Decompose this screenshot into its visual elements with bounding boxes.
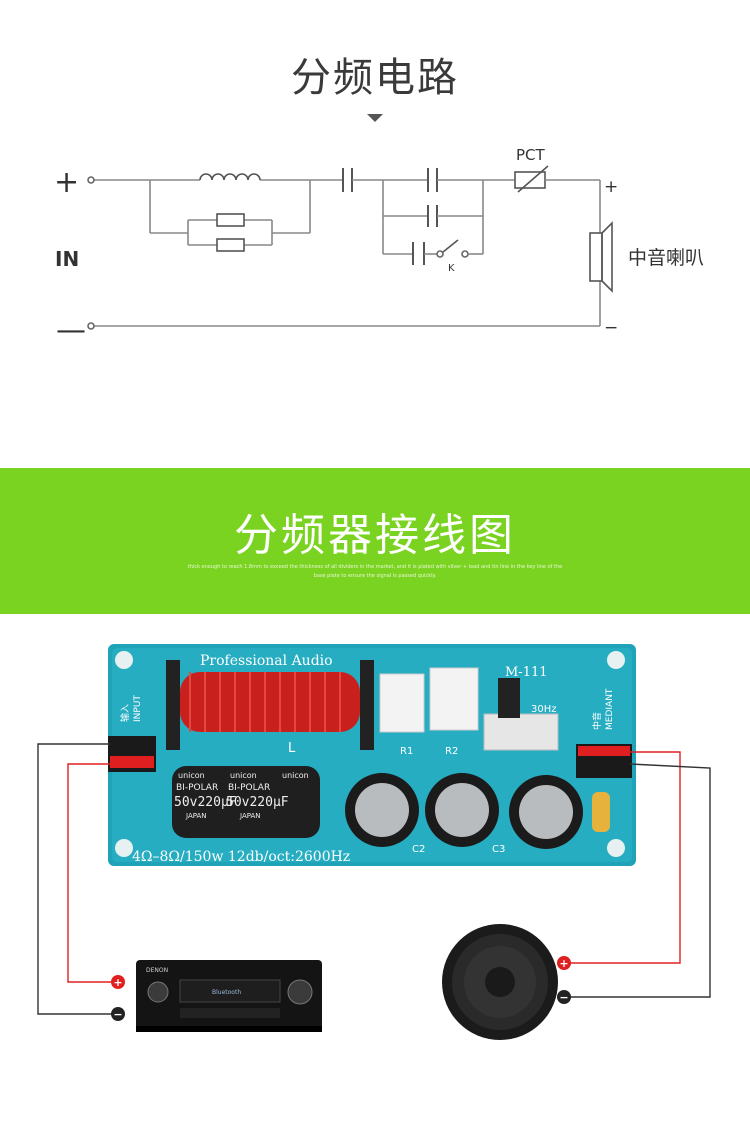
svg-text:+: + <box>559 957 568 970</box>
banner-subtitle-line1: thick enough to reach 1.8mm to exceed th… <box>188 564 562 570</box>
positive-wire-input <box>67 763 118 983</box>
svg-text:JAPAN: JAPAN <box>239 812 261 820</box>
amplifier-brand: DENON <box>146 967 168 974</box>
speaker-plus-badge <box>557 956 571 970</box>
woofer-speaker <box>442 924 558 1040</box>
resistor-r2 <box>429 667 479 731</box>
r2-label: R2 <box>445 746 458 757</box>
r1-label: R1 <box>400 746 413 757</box>
switch-block <box>483 713 559 751</box>
bipolar-capacitor: unicon unicon unicon BI-POLAR BI-POLAR 5… <box>172 766 320 838</box>
svg-text:unicon: unicon <box>230 771 257 780</box>
output-cn-label: 中音 <box>591 712 603 730</box>
resistor-r1 <box>379 673 425 733</box>
input-cn-label: 输入 <box>119 704 131 722</box>
volume-knob[interactable] <box>147 981 169 1003</box>
svg-text:50v220μF: 50v220μF <box>174 795 237 810</box>
input-knob[interactable] <box>287 979 313 1005</box>
positive-wire-output <box>566 751 681 964</box>
svg-text:BI-POLAR: BI-POLAR <box>228 783 270 793</box>
board-model: M-111 <box>505 665 548 680</box>
input-plus-sign: + <box>54 165 79 200</box>
board-spec: 4Ω–8Ω/150w 12db/oct:2600Hz <box>132 849 350 865</box>
input-en-label: INPUT <box>133 695 143 722</box>
wiring-title: 分频器接线图 <box>234 510 516 561</box>
input-minus-sign: — <box>56 313 86 348</box>
svg-text:unicon: unicon <box>178 771 205 780</box>
inductor-coil <box>166 660 374 750</box>
speaker-minus-badge <box>557 990 571 1004</box>
c3-label: C3 <box>492 844 505 855</box>
banner-subtitle-line2: base plate to ensure the signal is passe… <box>314 573 437 579</box>
inductor-label: L <box>288 741 296 756</box>
amplifier: DENON Bluetooth <box>136 960 322 1032</box>
svg-text:+: + <box>113 976 122 989</box>
mount-hole <box>607 839 625 857</box>
mount-hole <box>115 839 133 857</box>
wiring-diagram: Professional Audio M-111 输入 INPUT 中音 MED… <box>37 644 711 1040</box>
svg-text:−: − <box>113 1008 122 1021</box>
negative-wire-output <box>566 763 711 998</box>
mount-hole <box>115 651 133 669</box>
svg-text:BI-POLAR: BI-POLAR <box>176 783 218 793</box>
board-brand: Professional Audio <box>200 653 333 669</box>
green-banner <box>0 468 750 614</box>
hz-label: 30Hz <box>531 704 557 715</box>
c2-label: C2 <box>412 844 425 855</box>
svg-text:−: − <box>559 991 568 1004</box>
down-arrow-icon <box>367 114 383 122</box>
speaker-minus-sign: − <box>604 318 618 338</box>
circuit-title: 分频电路 <box>291 55 459 101</box>
electrolytic-capacitors <box>345 773 610 849</box>
switch-label: K <box>448 263 455 274</box>
svg-text:50v220μF: 50v220μF <box>226 795 289 810</box>
speaker-plus-sign: + <box>604 177 618 197</box>
speaker-label: 中音喇叭 <box>628 247 704 269</box>
svg-text:JAPAN: JAPAN <box>185 812 207 820</box>
mount-hole <box>607 651 625 669</box>
banner-subtitle: thick enough to reach 1.8mm to exceed th… <box>188 564 562 579</box>
amp-plus-badge <box>111 975 125 989</box>
pct-label: PCT <box>516 146 546 164</box>
switch-knob <box>498 678 520 718</box>
in-label: IN <box>55 247 79 271</box>
amp-minus-badge <box>111 1007 125 1021</box>
output-en-label: MEDIANT <box>605 688 615 730</box>
amplifier-display: Bluetooth <box>212 989 241 996</box>
crossover-schematic: + — IN PCT K + − 中音喇叭 <box>54 146 704 348</box>
svg-text:unicon: unicon <box>282 771 309 780</box>
negative-wire-input <box>37 743 118 1015</box>
